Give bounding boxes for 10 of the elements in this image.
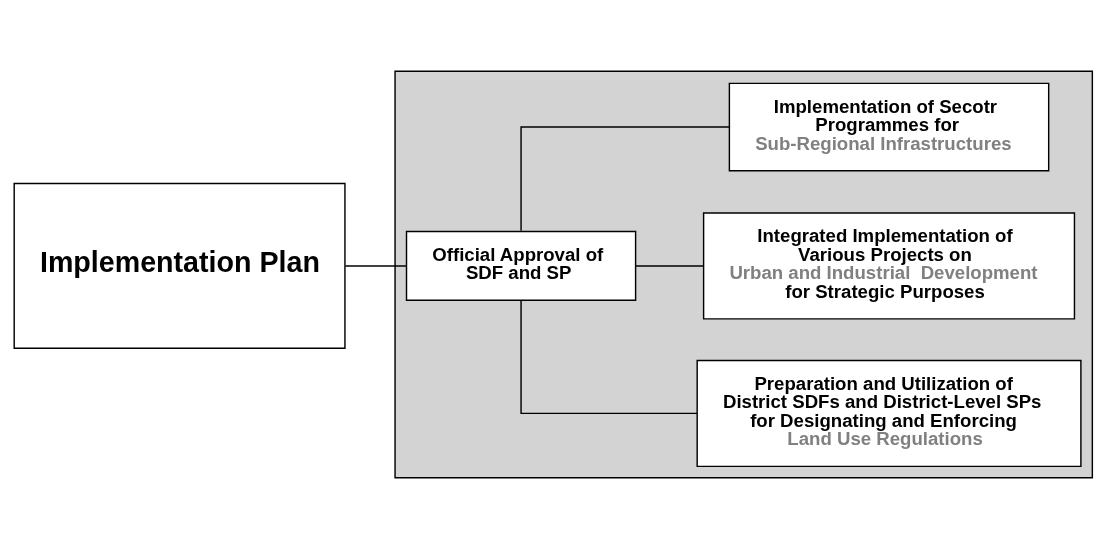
connector xyxy=(344,265,407,267)
node-box: Integrated Implementation of Various Projects on Urban and Industrial Development for Strategic Purposes xyxy=(702,212,1076,320)
node-box: Official Approval of SDF and SP xyxy=(405,230,637,301)
node-box: Implementation of Secotr Programmes for Sub-Regional Infrastructures xyxy=(728,82,1050,172)
connector xyxy=(635,265,705,267)
connector xyxy=(520,126,730,232)
node-box: Implementation Plan xyxy=(13,182,346,349)
connector xyxy=(520,299,698,415)
node-box: Preparation and Utilization of District SDFs and District-Level SPs for Designating and Enforcing Land Use Regulations xyxy=(696,359,1082,468)
cluster xyxy=(394,70,1094,479)
